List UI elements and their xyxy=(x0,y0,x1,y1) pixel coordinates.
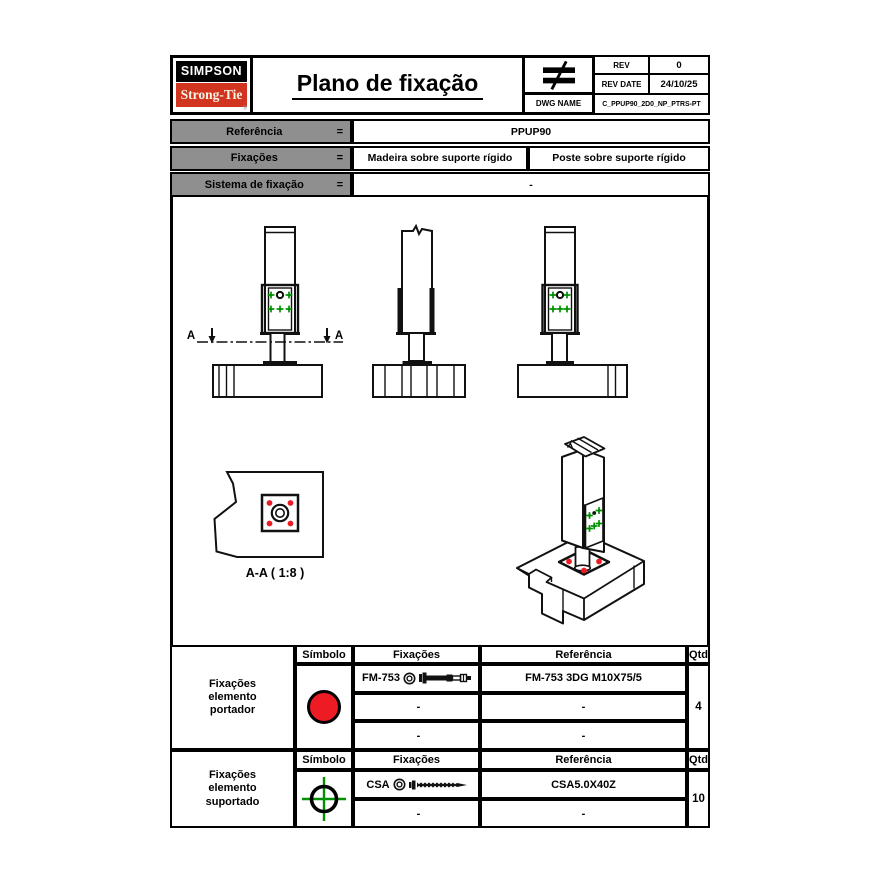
red-circle-symbol xyxy=(307,690,341,725)
drawing-area: A A xyxy=(170,197,710,645)
reference-table: Referência = PPUP90 Fixações = Madeira s… xyxy=(170,119,710,199)
col-header-fixacoes: Fixações xyxy=(353,750,480,770)
group-label-suportado: Fixações elemento suportado xyxy=(170,750,295,828)
fixings-table-portador: Fixações elemento portador Símbolo Fixaç… xyxy=(170,645,710,751)
reference-cell: - xyxy=(480,799,687,828)
front-elevation-view xyxy=(212,226,323,398)
rev-date-value: 24/10/25 xyxy=(650,75,710,95)
page-title: Plano de fixação xyxy=(291,70,484,100)
equals-sign: = xyxy=(336,178,343,191)
equals-sign: = xyxy=(336,125,343,138)
fixing-cell: CSA xyxy=(353,770,480,799)
rev-date-label: REV DATE xyxy=(595,75,650,95)
front-view-fixing-markers xyxy=(266,290,294,314)
logo: SIMPSON Strong-Tie ® xyxy=(170,55,253,115)
reference-label-cell: Referência = xyxy=(170,119,352,144)
cut-letter-left: A xyxy=(187,330,195,342)
symbol-cell-suportado xyxy=(295,770,353,828)
symbol-cell-portador xyxy=(295,664,353,751)
dwg-name-label: DWG NAME xyxy=(525,95,595,115)
washer-icon xyxy=(403,672,416,685)
registered-mark: ® xyxy=(242,106,247,112)
washer-icon xyxy=(393,778,406,791)
reference-cell: CSA5.0X40Z xyxy=(480,770,687,799)
crosshair-symbol xyxy=(302,777,346,821)
fixing-system-label-cell: Sistema de fixação = xyxy=(170,172,352,197)
drawing-sheet: SIMPSON Strong-Tie ® Plano de fixação DW… xyxy=(170,55,710,828)
equals-sign: = xyxy=(336,152,343,164)
reference-value: PPUP90 xyxy=(352,119,710,144)
fixings-label-cell: Fixações = xyxy=(170,145,352,171)
rear-elevation-view xyxy=(517,226,628,398)
fixing-cell: - xyxy=(353,799,480,828)
title-cell: Plano de fixação xyxy=(253,55,525,115)
iso-anchor-dots xyxy=(566,558,602,574)
rev-label: REV xyxy=(595,55,650,75)
anchor-bolt-icon xyxy=(418,672,471,684)
revision-table: REV 0 REV DATE 24/10/25 C_PPUP90_2D0_NP_… xyxy=(595,55,710,115)
col-header-fixacoes: Fixações xyxy=(353,645,480,664)
group-label-portador: Fixações elemento portador xyxy=(170,645,295,751)
col-header-referencia: Referência xyxy=(480,645,687,664)
reference-cell: - xyxy=(480,692,687,722)
fixings-table-suportado: Fixações elemento suportado Símbolo Fixa… xyxy=(170,750,710,828)
reference-cell: - xyxy=(480,721,687,751)
col-header-qtd: Qtd xyxy=(687,750,710,770)
fixings-value-post: Poste sobre suporte rígido xyxy=(528,145,710,171)
fixing-cell: - xyxy=(353,721,480,751)
side-elevation-view xyxy=(372,223,466,398)
rear-view-fixing-markers xyxy=(548,290,572,314)
reference-row: Referência = PPUP90 xyxy=(170,119,710,144)
cut-letter-right: A xyxy=(335,330,343,342)
projection-symbol-column: DWG NAME xyxy=(525,55,595,115)
qty-cell-portador: 4 xyxy=(687,664,710,751)
reference-label: Referência xyxy=(226,125,283,138)
not-equal-icon xyxy=(525,55,595,95)
section-view-label: A-A ( 1:8 ) xyxy=(246,566,305,580)
rev-value: 0 xyxy=(650,55,710,75)
isometric-view xyxy=(516,436,645,625)
cad-drawing: A A xyxy=(187,223,645,625)
col-header-simbolo: Símbolo xyxy=(295,750,353,770)
fixing-name: FM-753 xyxy=(362,672,400,685)
fixing-cell: FM-753 xyxy=(353,664,480,693)
fixing-system-row: Sistema de fixação = - xyxy=(170,172,710,197)
col-header-simbolo: Símbolo xyxy=(295,645,353,664)
section-view xyxy=(213,471,324,558)
logo-strongtie: Strong-Tie xyxy=(176,83,247,107)
fixings-value-wood: Madeira sobre suporte rígido xyxy=(352,145,528,171)
fixing-name: CSA xyxy=(366,778,390,791)
fixings-row: Fixações = Madeira sobre suporte rígido … xyxy=(170,145,710,171)
section-cut-line: A A xyxy=(187,328,343,344)
fixing-cell: - xyxy=(353,692,480,722)
col-header-qtd: Qtd xyxy=(687,645,710,664)
logo-simpson: SIMPSON xyxy=(176,61,247,82)
fixing-system-value: - xyxy=(352,172,710,197)
anchor-dots xyxy=(266,500,294,527)
reference-cell: FM-753 3DG M10X75/5 xyxy=(480,664,687,693)
title-block: SIMPSON Strong-Tie ® Plano de fixação DW… xyxy=(170,55,710,115)
col-header-referencia: Referência xyxy=(480,750,687,770)
qty-cell-suportado: 10 xyxy=(687,770,710,828)
fixing-system-label: Sistema de fixação xyxy=(204,178,304,191)
screw-icon xyxy=(408,780,467,789)
iso-fixing-markers xyxy=(585,506,604,533)
fixings-label: Fixações xyxy=(230,152,278,164)
dwg-name-value: C_PPUP90_2D0_NP_PTRS-PT xyxy=(595,95,710,115)
